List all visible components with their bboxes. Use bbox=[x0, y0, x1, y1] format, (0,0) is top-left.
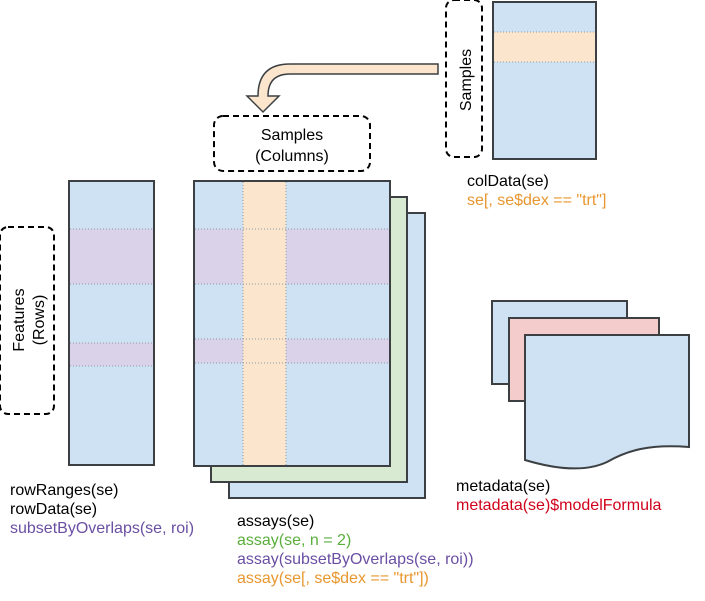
assays-labels: assays(se) assay(se, n = 2) assay(subset… bbox=[237, 512, 474, 588]
samples-columns-label-box: Samples (Columns) bbox=[213, 115, 371, 172]
features-rows-label-line2: (Rows) bbox=[31, 295, 48, 346]
metadata-doc-front bbox=[524, 334, 690, 470]
assay-roi-band-2 bbox=[195, 339, 389, 363]
assay-layer-1 bbox=[193, 180, 391, 467]
features-rows-label-line1: Features bbox=[11, 288, 28, 351]
assay-subset-overlaps-label: assay(subsetByOverlaps(se, roi)) bbox=[237, 551, 474, 568]
subset-by-overlaps-label: subsetByOverlaps(se, roi) bbox=[10, 520, 195, 537]
metadata-label: metadata(se) bbox=[456, 478, 551, 495]
assays-label: assays(se) bbox=[237, 513, 315, 530]
rowranges-label: rowRanges(se) bbox=[10, 482, 119, 499]
features-rows-label-box: Features (Rows) bbox=[0, 226, 55, 415]
curved-arrow bbox=[245, 63, 439, 114]
samples-columns-label-line2: (Columns) bbox=[255, 148, 329, 165]
samples-columns-label-line1: Samples bbox=[261, 127, 323, 144]
samples-vertical-label: Samples bbox=[458, 49, 475, 111]
assay-roi-band-1 bbox=[195, 229, 389, 284]
coldata-subset-label: se[, se$dex == "trt"] bbox=[467, 192, 607, 209]
coldata-trt-row bbox=[494, 32, 595, 62]
metadata-model-formula-label: metadata(se)$modelFormula bbox=[456, 497, 662, 514]
samples-vertical-label-box: Samples bbox=[445, 0, 483, 158]
coldata-label: colData(se) bbox=[467, 173, 549, 190]
rowdata-labels: rowRanges(se) rowData(se) subsetByOverla… bbox=[10, 481, 194, 538]
rowdata-roi-band-2 bbox=[70, 343, 153, 366]
assays-stack bbox=[193, 180, 426, 499]
rowdata-matrix bbox=[68, 180, 155, 466]
rowdata-label: rowData(se) bbox=[10, 501, 98, 518]
metadata-documents bbox=[491, 300, 690, 470]
rowdata-roi-band-1 bbox=[70, 229, 153, 284]
metadata-labels: metadata(se) metadata(se)$modelFormula bbox=[456, 477, 661, 515]
assay-trt-column bbox=[243, 182, 286, 465]
coldata-labels: colData(se) se[, se$dex == "trt"] bbox=[467, 172, 606, 210]
assay-trt-label: assay(se[, se$dex == "trt"]) bbox=[237, 570, 429, 587]
assay-n2-label: assay(se, n = 2) bbox=[237, 532, 352, 549]
coldata-matrix bbox=[492, 1, 597, 160]
